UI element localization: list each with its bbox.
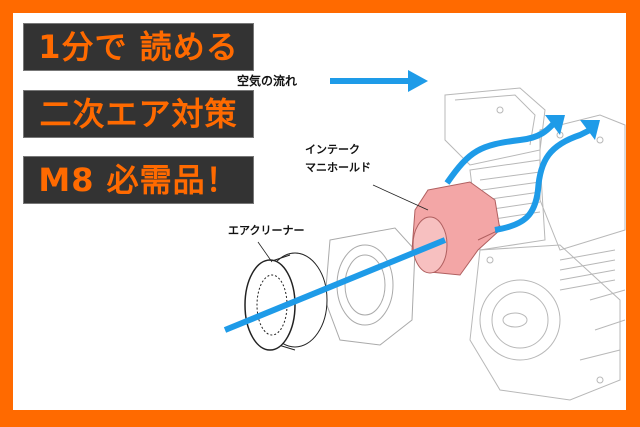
engine-drawing — [444, 87, 626, 401]
arrow-heads — [408, 70, 600, 140]
canvas — [13, 13, 626, 410]
headline-read-in-1-minute: 1分で 読める — [23, 23, 254, 71]
air-cleaner-label: エアクリーナー — [228, 224, 305, 237]
headline-m8-essential: M8 必需品！ — [23, 156, 254, 204]
air-flow-label: 空気の流れ — [237, 74, 298, 88]
arrow-right-icon — [408, 70, 428, 92]
leader-lines — [257, 184, 429, 263]
arrow-up-right-icon — [580, 120, 600, 140]
air-flow-path — [223, 78, 592, 333]
intake-label-line2: マニホールド — [305, 161, 371, 174]
air-cleaner — [244, 252, 328, 351]
headline-secondary-air: 二次エア対策 — [23, 90, 254, 138]
intake-label-line1: インテーク — [305, 143, 360, 156]
throttle-body — [324, 227, 416, 346]
arrow-up-right-icon — [545, 115, 565, 135]
